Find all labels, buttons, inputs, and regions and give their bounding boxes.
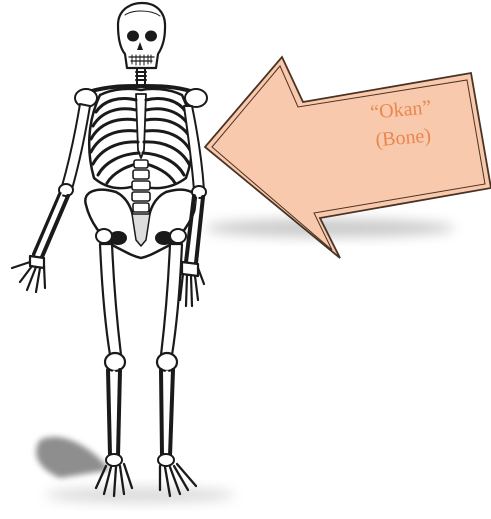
floor-shadow-base (45, 487, 235, 503)
lumbar-spine (132, 160, 150, 212)
left-arm (12, 89, 97, 292)
skull (118, 3, 165, 68)
sternum (136, 94, 146, 158)
right-hand (180, 262, 204, 306)
cervical-spine (136, 68, 146, 84)
skeleton-illustration (12, 3, 207, 496)
floor-shadow (36, 437, 110, 478)
legs (96, 229, 186, 466)
arrow-shadow (205, 219, 455, 237)
left-hand (12, 256, 45, 292)
